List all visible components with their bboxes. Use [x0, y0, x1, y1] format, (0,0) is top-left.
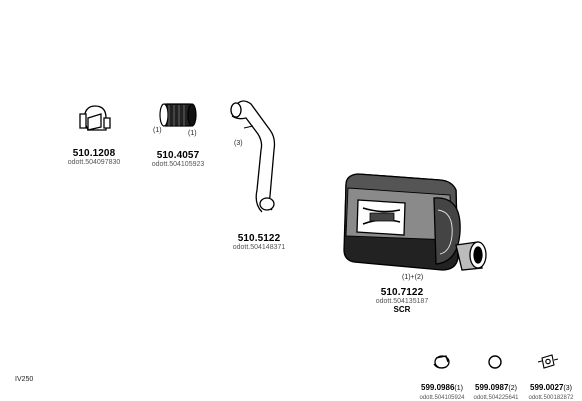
qty-label: (1)	[188, 130, 197, 137]
bent-pipe-icon	[230, 100, 276, 213]
qty-label: (2)	[508, 385, 517, 392]
part-number: 599.0027	[530, 383, 564, 392]
small-part-599-0987: 599.0987(2) odott.504225641	[473, 377, 518, 401]
small-part-599-0027: 599.0027(3) odott.500182872	[528, 377, 573, 401]
part-number: 510.1208	[72, 148, 116, 159]
scr-note: SCR	[393, 305, 411, 314]
hose-clamp-icon	[433, 355, 450, 369]
oe-reference: odott.500182872	[528, 395, 574, 401]
oe-reference: odott.504105923	[151, 161, 205, 168]
part-number: 599.0987	[475, 383, 509, 392]
pipe-clamp-icon	[79, 105, 111, 131]
mounting-bracket-icon	[537, 354, 559, 369]
qty-label: (3)	[234, 140, 243, 147]
part-group-510-1208: 510.1208 odott.504097830	[68, 148, 121, 166]
qty-label: (1)	[153, 127, 162, 134]
flex-pipe-icon	[159, 103, 197, 127]
oe-reference: odott.504105924	[419, 395, 465, 401]
qty-label: (1)	[454, 385, 463, 392]
oe-reference: odott.504097830	[67, 159, 121, 166]
qty-label: (3)	[563, 385, 572, 392]
part-group-510-7122: 510.7122 odott.504135187 SCR	[376, 287, 429, 314]
part-number: 510.7122	[380, 287, 424, 298]
part-group-510-4057: 510.4057 odott.504105923	[152, 150, 205, 168]
qty-label: (1)+(2)	[402, 274, 424, 281]
part-number: 599.0986	[421, 383, 455, 392]
part-number: 510.5122	[237, 233, 281, 244]
model-label: IV250	[15, 376, 34, 383]
oe-reference: odott.504225641	[473, 395, 519, 401]
small-part-599-0986: 599.0986(1) odott.504105924	[419, 377, 464, 401]
oe-reference: odott.504135187	[375, 298, 429, 305]
part-number: 510.4057	[156, 150, 200, 161]
oe-reference: odott.504148371	[232, 244, 286, 251]
gasket-ring-icon	[488, 355, 502, 369]
part-group-510-5122: 510.5122 odott.504148371	[233, 233, 286, 251]
scr-silencer-icon	[343, 173, 487, 271]
